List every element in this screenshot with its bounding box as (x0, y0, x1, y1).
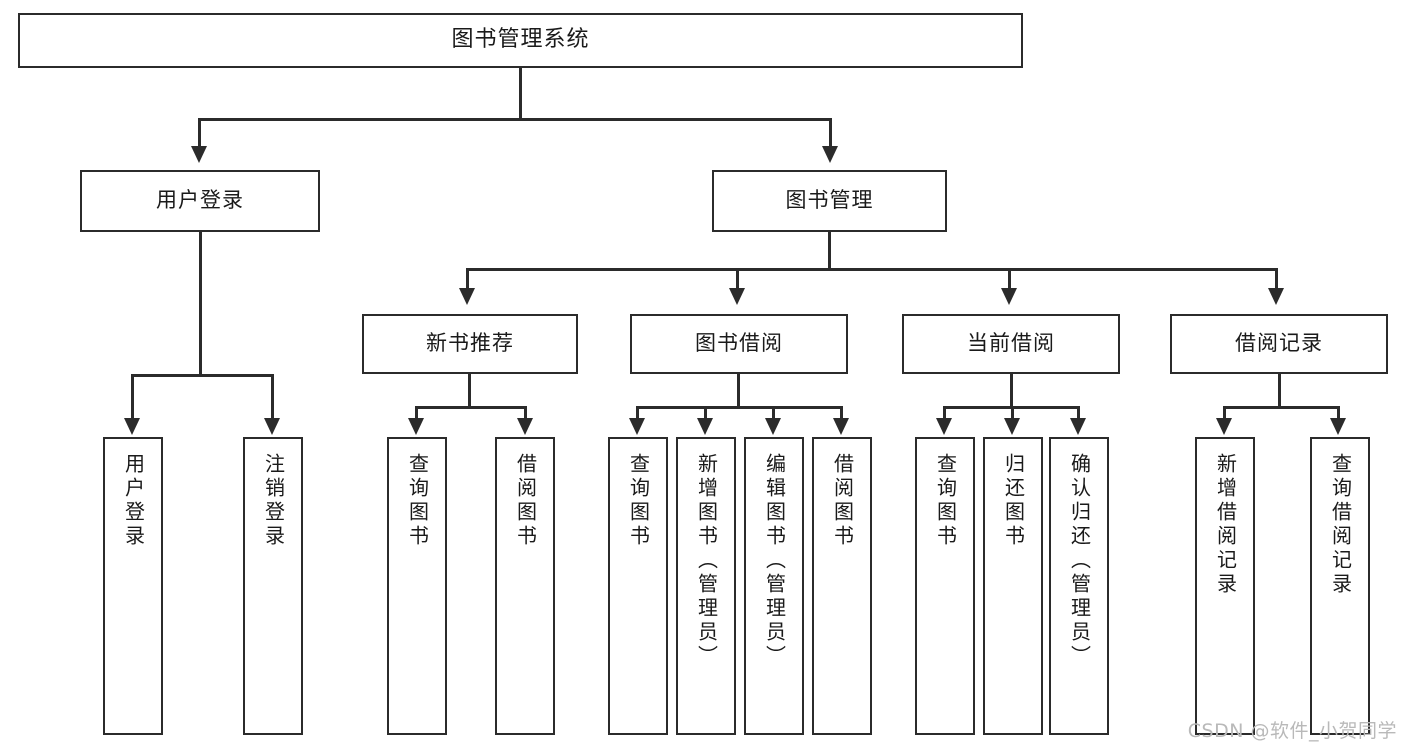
leaf-label: 借阅图书 (513, 453, 538, 549)
leaf-label: 用户登录 (121, 453, 146, 549)
leaf-label: 编辑图书（管理员） (762, 453, 787, 669)
arrow-borrow-leaf2 (697, 418, 713, 435)
arrow-bookmgmt-to-current (1001, 288, 1017, 305)
leaf-borrow-book-recommend[interactable]: 借阅图书 (495, 437, 555, 735)
node-borrow-record[interactable]: 借阅记录 (1170, 314, 1388, 374)
leaf-edit-book-admin[interactable]: 编辑图书（管理员） (744, 437, 804, 735)
arrow-login-leaf2 (264, 418, 280, 435)
connector-current-leaf2 (1011, 406, 1014, 420)
connector-bookmgmt-stem (828, 232, 831, 270)
connector-borrow-stem (737, 374, 740, 408)
connector-borrow-leaf1 (636, 406, 639, 420)
connector-newbook-leaf2 (524, 406, 527, 420)
arrow-root-to-bookmgmt (822, 146, 838, 163)
arrow-bookmgmt-to-record (1268, 288, 1284, 305)
node-root-system[interactable]: 图书管理系统 (18, 13, 1023, 68)
leaf-label: 查询图书 (626, 453, 651, 549)
leaf-confirm-return-admin[interactable]: 确认归还（管理员） (1049, 437, 1109, 735)
connector-record-bus (1223, 406, 1340, 409)
connector-current-leaf3 (1077, 406, 1080, 420)
arrow-bookmgmt-to-borrow (729, 288, 745, 305)
leaf-return-book[interactable]: 归还图书 (983, 437, 1043, 735)
leaf-logout[interactable]: 注销登录 (243, 437, 303, 735)
leaf-add-borrow-record[interactable]: 新增借阅记录 (1195, 437, 1255, 735)
node-label: 新书推荐 (426, 331, 514, 356)
arrow-current-leaf2 (1004, 418, 1020, 435)
leaf-user-login[interactable]: 用户登录 (103, 437, 163, 735)
leaf-label: 查询借阅记录 (1328, 453, 1353, 597)
connector-newbook-stem (468, 374, 471, 408)
node-current-borrow[interactable]: 当前借阅 (902, 314, 1120, 374)
connector-record-stem (1278, 374, 1281, 408)
connector-borrow-leaf3 (772, 406, 775, 420)
leaf-label: 确认归还（管理员） (1067, 453, 1092, 669)
arrow-bookmgmt-to-newbook (459, 288, 475, 305)
connector-record-leaf1 (1223, 406, 1226, 420)
node-label: 用户登录 (156, 188, 244, 213)
connector-root-bus (198, 118, 832, 121)
arrow-root-to-login (191, 146, 207, 163)
arrow-borrow-leaf1 (629, 418, 645, 435)
leaf-query-book-current[interactable]: 查询图书 (915, 437, 975, 735)
connector-bookmgmt-to-record (1275, 268, 1278, 290)
arrow-newbook-leaf2 (517, 418, 533, 435)
connector-borrow-leaf4 (840, 406, 843, 420)
connector-bookmgmt-to-current (1008, 268, 1011, 290)
arrow-borrow-leaf4 (833, 418, 849, 435)
connector-root-to-login (198, 118, 201, 148)
connector-root-to-bookmgmt (829, 118, 832, 148)
arrow-record-leaf1 (1216, 418, 1232, 435)
node-user-login[interactable]: 用户登录 (80, 170, 320, 232)
leaf-add-book-admin[interactable]: 新增图书（管理员） (676, 437, 736, 735)
connector-login-leaf2 (271, 374, 274, 420)
arrow-login-leaf1 (124, 418, 140, 435)
connector-record-leaf2 (1337, 406, 1340, 420)
leaf-borrow-book[interactable]: 借阅图书 (812, 437, 872, 735)
connector-login-bus (131, 374, 274, 377)
node-label: 图书借阅 (695, 331, 783, 356)
connector-login-leaf1 (131, 374, 134, 420)
connector-bookmgmt-bus (466, 268, 1278, 271)
leaf-label: 查询图书 (933, 453, 958, 549)
node-book-management[interactable]: 图书管理 (712, 170, 947, 232)
arrow-newbook-leaf1 (408, 418, 424, 435)
connector-current-leaf1 (943, 406, 946, 420)
connector-borrow-leaf2 (704, 406, 707, 420)
connector-login-stem (199, 232, 202, 376)
leaf-label: 查询图书 (405, 453, 430, 549)
connector-current-stem (1010, 374, 1013, 408)
connector-bookmgmt-to-newbook (466, 268, 469, 290)
arrow-current-leaf1 (936, 418, 952, 435)
node-label: 当前借阅 (967, 331, 1055, 356)
arrow-borrow-leaf3 (765, 418, 781, 435)
node-label: 借阅记录 (1235, 331, 1323, 356)
leaf-query-book-borrow[interactable]: 查询图书 (608, 437, 668, 735)
leaf-label: 注销登录 (261, 453, 286, 549)
leaf-label: 新增借阅记录 (1213, 453, 1238, 597)
leaf-label: 新增图书（管理员） (694, 453, 719, 669)
connector-root-stem (519, 68, 522, 120)
node-new-book-recommend[interactable]: 新书推荐 (362, 314, 578, 374)
node-book-borrow[interactable]: 图书借阅 (630, 314, 848, 374)
leaf-label: 借阅图书 (830, 453, 855, 549)
connector-borrow-bus (636, 406, 840, 409)
node-label: 图书管理 (785, 188, 874, 213)
connector-bookmgmt-to-borrow (736, 268, 739, 290)
arrow-current-leaf3 (1070, 418, 1086, 435)
leaf-query-borrow-record[interactable]: 查询借阅记录 (1310, 437, 1370, 735)
leaf-label: 归还图书 (1001, 453, 1026, 549)
watermark-text: CSDN @软件_小贺同学 (1187, 720, 1397, 742)
arrow-record-leaf2 (1330, 418, 1346, 435)
leaf-query-book-recommend[interactable]: 查询图书 (387, 437, 447, 735)
connector-newbook-bus (415, 406, 527, 409)
connector-newbook-leaf1 (415, 406, 418, 420)
node-label: 图书管理系统 (451, 27, 590, 53)
